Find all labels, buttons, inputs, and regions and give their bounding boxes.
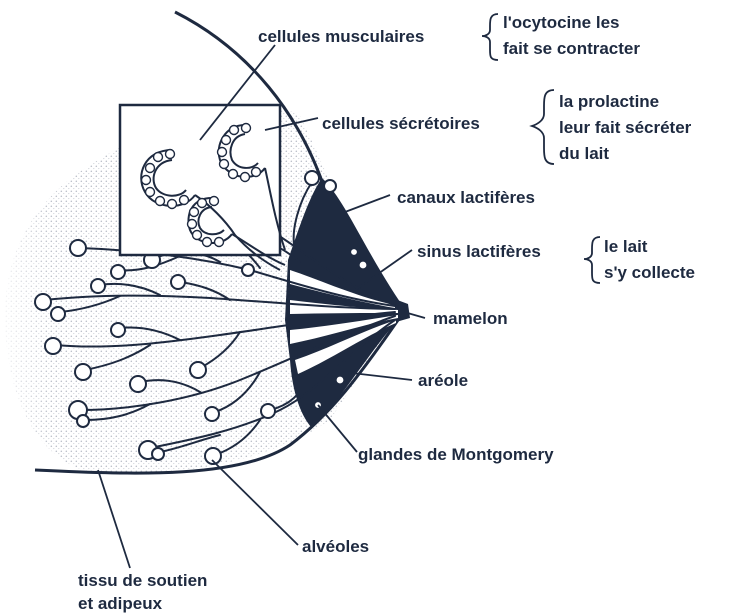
label-areola: aréole	[418, 371, 468, 390]
note-collect-line2: s'y collecte	[604, 263, 695, 282]
oxytocin-brace	[482, 14, 498, 60]
label-secretory-cells: cellules sécrétoires	[322, 114, 480, 133]
label-tissue-line1: tissu de soutien	[78, 571, 207, 590]
note-prolactin-line2: leur fait sécréter	[559, 118, 692, 137]
collect-brace	[584, 237, 600, 283]
label-tissue-line2: et adipeux	[78, 594, 163, 613]
note-oxytocin-line1: l'ocytocine les	[503, 13, 619, 32]
label-lactiferous-ducts: canaux lactifères	[397, 188, 535, 207]
note-prolactin-line1: la prolactine	[559, 92, 659, 111]
label-alveoli: alvéoles	[302, 537, 369, 556]
note-oxytocin-line2: fait se contracter	[503, 39, 640, 58]
note-collect-line1: le lait	[604, 237, 648, 256]
label-montgomery-glands: glandes de Montgomery	[358, 445, 554, 464]
label-muscle-cells: cellules musculaires	[258, 27, 424, 46]
prolactin-brace	[532, 90, 554, 164]
label-lactiferous-sinus: sinus lactifères	[417, 242, 541, 261]
label-nipple: mamelon	[433, 309, 508, 328]
note-prolactin-line3: du lait	[559, 144, 609, 163]
